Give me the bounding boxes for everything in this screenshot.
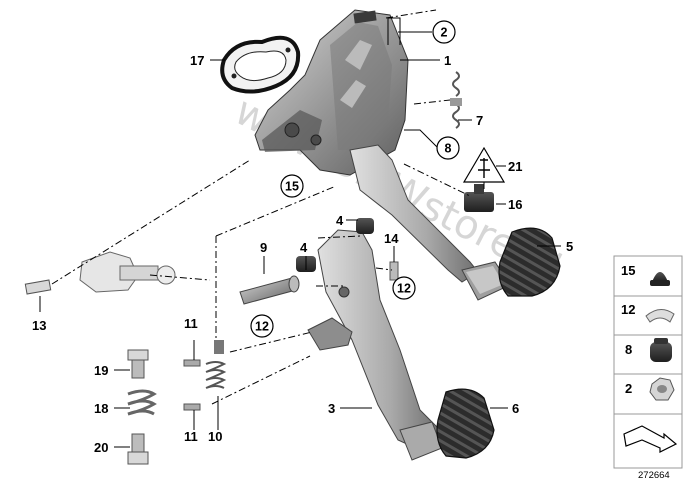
pedal-bracket-part: [254, 9, 409, 176]
direction-arrow-icon: [623, 425, 678, 453]
catalog-number: 272664: [638, 470, 670, 481]
callout-7: 7: [476, 113, 483, 128]
clutch-pedal-pad-part: [436, 388, 495, 459]
callout-1: 1: [444, 53, 451, 68]
legend-label-2: 2: [625, 381, 632, 396]
callout-12-left: 12: [255, 320, 269, 334]
callout-12-right: 12: [397, 282, 411, 296]
rubber-buffer-icon: [650, 338, 672, 362]
legend-label-8: 8: [625, 342, 632, 357]
callout-11-top: 11: [184, 316, 198, 331]
pin-14-part: [389, 261, 399, 281]
hex-nut-icon: [649, 377, 675, 401]
switch-16-part: [464, 184, 494, 212]
callout-11-bottom: 11: [184, 429, 198, 444]
clip-icon: [645, 309, 675, 323]
callout-16: 16: [508, 197, 522, 212]
callout-10: 10: [208, 429, 222, 444]
callout-4b: 4: [336, 213, 344, 228]
brake-pedal-pad-part: [498, 227, 561, 297]
callout-3: 3: [328, 401, 335, 416]
callout-19: 19: [94, 363, 108, 378]
screw-20-part: [127, 433, 149, 465]
callout-17: 17: [190, 53, 204, 68]
clutch-pedal-lever-part: [307, 229, 443, 461]
screw-19-part: [127, 349, 149, 379]
callout-5: 5: [566, 239, 573, 254]
spring-10-part: [205, 340, 227, 389]
bolt-9-part: [239, 275, 300, 305]
assembly-lines: [51, 9, 485, 405]
callout-8: 8: [445, 142, 452, 156]
legend-label-15: 15: [621, 263, 635, 278]
master-cylinder-part: [24, 251, 176, 295]
callout-21: 21: [508, 159, 522, 174]
callout-18: 18: [94, 401, 108, 416]
spring-7-part: [450, 71, 462, 129]
leader-lines: [39, 17, 561, 448]
grommet-icon: [650, 272, 670, 286]
callout-6: 6: [512, 401, 519, 416]
callout-20: 20: [94, 440, 108, 455]
legend-label-12: 12: [621, 302, 635, 317]
warning-triangle-icon: [462, 146, 506, 183]
callout-14: 14: [384, 231, 399, 246]
callout-13: 13: [32, 318, 46, 333]
brake-pedal-lever-part: [349, 144, 511, 301]
callout-9: 9: [260, 240, 267, 255]
spring-18-part: [127, 389, 157, 416]
callout-labels: 17 1 7 21 16 5 9 4 4 14 13 11 19 18 20 1…: [32, 53, 573, 455]
gasket-part: [220, 35, 301, 94]
callout-4: 4: [300, 240, 308, 255]
callout-15: 15: [285, 180, 299, 194]
circled-callouts: 2 8 15 12 12: [250, 20, 460, 338]
parts-legend: 15 12 8 2: [613, 255, 683, 469]
clip-11-part: [183, 359, 201, 411]
callout-2: 2: [441, 26, 448, 40]
